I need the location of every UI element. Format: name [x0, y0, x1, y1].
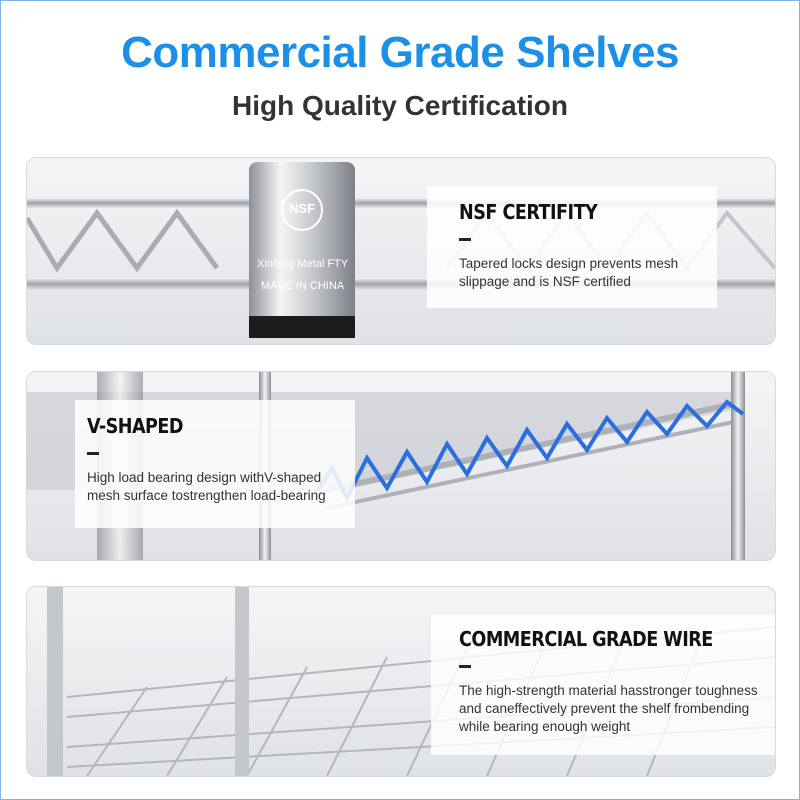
- panel-commercial-wire: COMMERCIAL GRADE WIRE The high-strength …: [26, 586, 776, 777]
- v-wave-highlight: [315, 399, 745, 503]
- desc-line: slippage and is NSF certified: [459, 274, 631, 289]
- panel-nsf-certify: NSF Xinfeng Metal FTY MADE IN CHINA NSF …: [26, 157, 776, 345]
- panel-description: The high-strength material hasstronger t…: [459, 682, 775, 736]
- page-subtitle: High Quality Certification: [231, 90, 569, 121]
- desc-line: Tapered locks design prevents mesh: [459, 256, 679, 271]
- desc-line: High load bearing design withV-shaped: [87, 470, 322, 485]
- desc-line: mesh surface tostrengthen load-bearing: [87, 488, 326, 503]
- desc-line: while bearing enough weight: [459, 719, 631, 734]
- panel-description: High load bearing design withV-shaped me…: [87, 469, 355, 505]
- desc-line: The high-strength material hasstronger t…: [459, 683, 758, 698]
- nsf-logo-icon: [281, 189, 323, 231]
- heading-dash: [459, 238, 471, 241]
- panel-heading: COMMERCIAL GRADE WIRE: [459, 627, 713, 651]
- desc-line: and caneffectively prevent the shelf fro…: [459, 701, 750, 716]
- nsf-logo-text: NSF: [289, 201, 315, 216]
- heading-dash: [459, 665, 471, 668]
- info-card-v-shaped: V-SHAPED High load bearing design withV-…: [75, 400, 355, 528]
- collar-maker-text: Xinfeng Metal FTY: [257, 258, 349, 270]
- panel-description: Tapered locks design prevents mesh slipp…: [459, 255, 717, 291]
- panel-heading: NSF CERTIFITY: [459, 200, 598, 224]
- collar-cylinder: [249, 162, 355, 338]
- panel-v-shaped: V-SHAPED High load bearing design withV-…: [26, 371, 776, 561]
- heading-dash: [87, 452, 99, 455]
- info-card-commercial-wire: COMMERCIAL GRADE WIRE The high-strength …: [431, 615, 775, 755]
- page-title: Commercial Grade Shelves: [121, 28, 679, 77]
- info-card-nsf: NSF CERTIFITY Tapered locks design preve…: [427, 186, 717, 308]
- panel-heading: V-SHAPED: [87, 414, 184, 438]
- collar-origin-text: MADE IN CHINA: [261, 280, 345, 292]
